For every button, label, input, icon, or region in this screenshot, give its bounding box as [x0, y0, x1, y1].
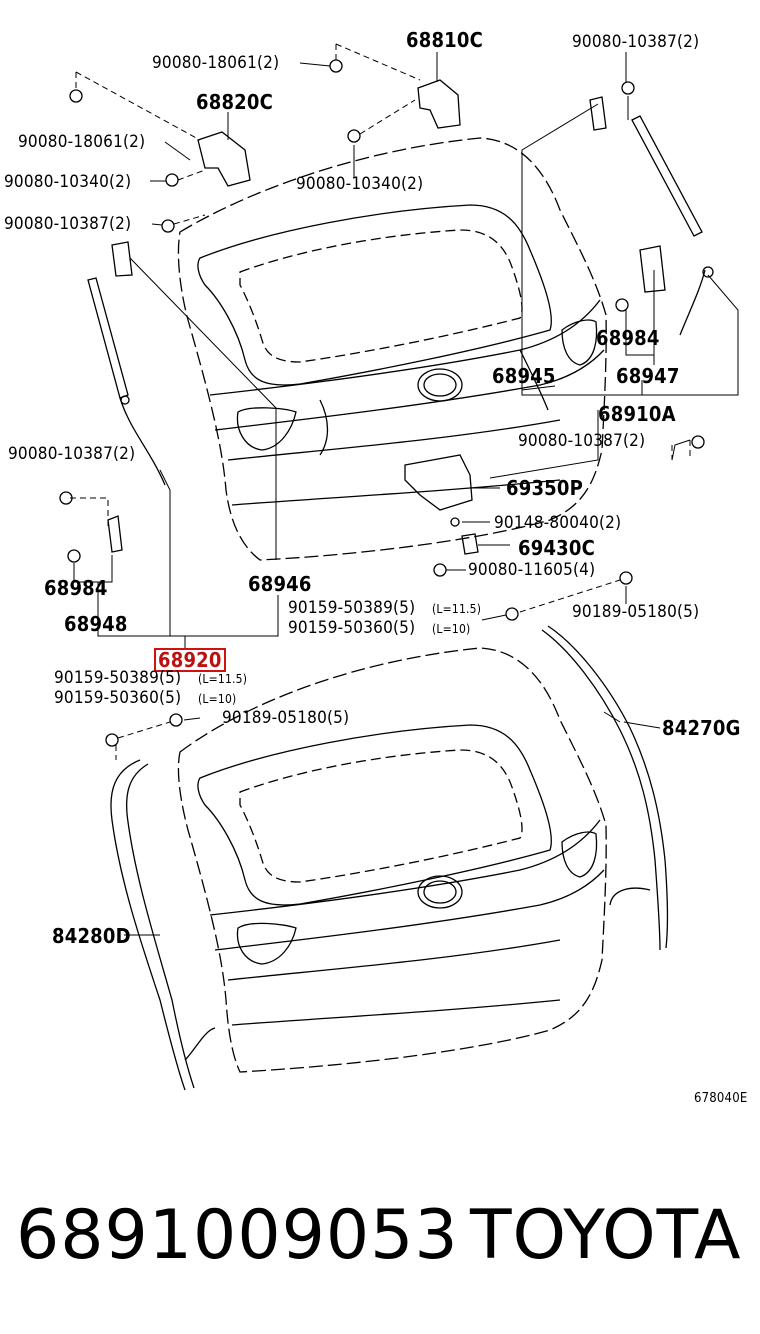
label-90159-50360-left: 90159-50360(5)	[54, 688, 182, 708]
label-90159-50389-right: 90159-50389(5)	[288, 598, 416, 618]
label-68910A: 68910A	[598, 402, 676, 426]
bolt-10340-mid	[347, 129, 361, 143]
label-90080-18061-top: 90080-18061(2)	[152, 53, 280, 73]
label-90080-10340-left: 90080-10340(2)	[4, 172, 132, 192]
upper-door-outline	[177, 137, 607, 561]
label-90080-18061-left: 90080-18061(2)	[18, 132, 146, 152]
lower-panel-line-1	[209, 819, 601, 916]
bolt-05180-l	[169, 713, 183, 727]
upper-panel-line-3	[227, 419, 561, 461]
weatherstrip-right	[541, 629, 661, 951]
clip-50389-r	[505, 607, 519, 621]
bracket-strut-top-right	[589, 96, 607, 131]
label-90159-50389-left-length: (L=11.5)	[198, 672, 248, 686]
lower-emblem	[417, 875, 463, 909]
bolt-10387-left	[161, 219, 175, 233]
hinge-68810C	[417, 79, 461, 129]
lower-panel-line-3	[227, 939, 561, 981]
lower-lamp-left	[236, 922, 297, 965]
clip-50389-l	[105, 733, 119, 747]
label-68946: 68946	[248, 572, 312, 596]
lower-glass-outline	[197, 724, 552, 906]
strut-left-rod	[119, 397, 166, 486]
bolt-05180-r	[619, 571, 633, 585]
weatherstrip-right-wire	[609, 887, 651, 906]
striker-69430C	[461, 533, 479, 555]
tailgate-exploded-diagram	[59, 43, 739, 1091]
footer-brand: TOYOTA	[470, 1196, 742, 1275]
label-68947: 68947	[616, 364, 680, 388]
lower-panel-line-4	[231, 999, 561, 1026]
weatherstrip-left-2	[125, 763, 195, 1089]
lower-glass-inner	[239, 749, 523, 883]
strut-left-body	[87, 277, 129, 399]
label-90080-10387-left-2: 90080-10387(2)	[8, 444, 136, 464]
label-68810C: 68810C	[406, 28, 484, 52]
label-90080-10387-top-right: 90080-10387(2)	[572, 32, 700, 52]
upper-panel-line-1	[209, 299, 601, 396]
label-84270G: 84270G	[662, 716, 741, 740]
nut-68984-left	[67, 549, 81, 563]
bolt-10387-mid	[691, 435, 705, 449]
footer-part-number: 6891009053	[16, 1196, 459, 1275]
label-68820C: 68820C	[196, 90, 274, 114]
hinge-68820C	[197, 131, 251, 187]
upper-glass-outline	[197, 204, 552, 386]
label-90159-50360-right-length: (L=10)	[432, 622, 471, 636]
upper-emblem	[417, 368, 463, 402]
nut-68984-right	[615, 298, 629, 312]
bracket-left	[107, 515, 123, 553]
label-90189-05180-left: 90189-05180(5)	[222, 708, 350, 728]
upper-glass-inner	[239, 229, 523, 363]
label-68948: 68948	[64, 612, 128, 636]
lower-lamp-right	[561, 831, 598, 878]
latch-69350P	[404, 454, 473, 511]
weatherstrip-left	[110, 759, 186, 1091]
strut-right-rod	[679, 269, 706, 336]
upper-inner-frame	[319, 349, 549, 456]
label-90080-10387-left: 90080-10387(2)	[4, 214, 132, 234]
label-90148-80040: 90148-80040(2)	[494, 513, 622, 533]
lower-emblem-inner	[423, 880, 457, 904]
label-90159-50360-right: 90159-50360(5)	[288, 618, 416, 638]
bolt-11605	[433, 563, 447, 577]
bracket-strut-top-left	[111, 241, 133, 277]
nut-top-left	[69, 89, 83, 103]
weatherstrip-right-2	[547, 625, 669, 949]
upper-lamp-left	[236, 407, 297, 451]
label-69350P: 69350P	[506, 476, 583, 500]
bolt-10340-left	[165, 173, 179, 187]
label-68984-right: 68984	[596, 326, 660, 350]
label-90080-10387-mid: 90080-10387(2)	[518, 431, 646, 451]
label-90189-05180-right: 90189-05180(5)	[572, 602, 700, 622]
label-90080-11605: 90080-11605(4)	[468, 560, 596, 580]
label-90159-50389-left: 90159-50389(5)	[54, 668, 182, 688]
latch-bolt	[450, 517, 460, 527]
lower-panel-line-2	[214, 869, 605, 951]
nut-top-center	[329, 59, 343, 73]
upper-panel-line-2	[214, 349, 605, 431]
strut-right-end	[702, 266, 714, 278]
bolt-10387-tr	[621, 81, 635, 95]
strut-left-end	[120, 395, 130, 405]
upper-emblem-inner	[423, 373, 457, 397]
upper-panel-line-4	[231, 479, 561, 506]
diagram-code: 678040E	[694, 1091, 748, 1106]
label-90159-50389-right-length: (L=11.5)	[432, 602, 482, 616]
label-68984-left: 68984	[44, 576, 108, 600]
label-69430C: 69430C	[518, 536, 596, 560]
lower-door-outline	[177, 647, 607, 1073]
label-84280D: 84280D	[52, 924, 131, 948]
upper-lamp-right	[561, 319, 598, 366]
label-90159-50360-left-length: (L=10)	[198, 692, 237, 706]
bracket-right	[639, 245, 666, 293]
weatherstrip-left-wire	[184, 1027, 216, 1061]
strut-right-body	[631, 115, 703, 237]
label-68945: 68945	[492, 364, 556, 388]
label-90080-10340-mid: 90080-10340(2)	[296, 174, 424, 194]
label-68920-highlighted[interactable]: 68920	[154, 648, 226, 672]
